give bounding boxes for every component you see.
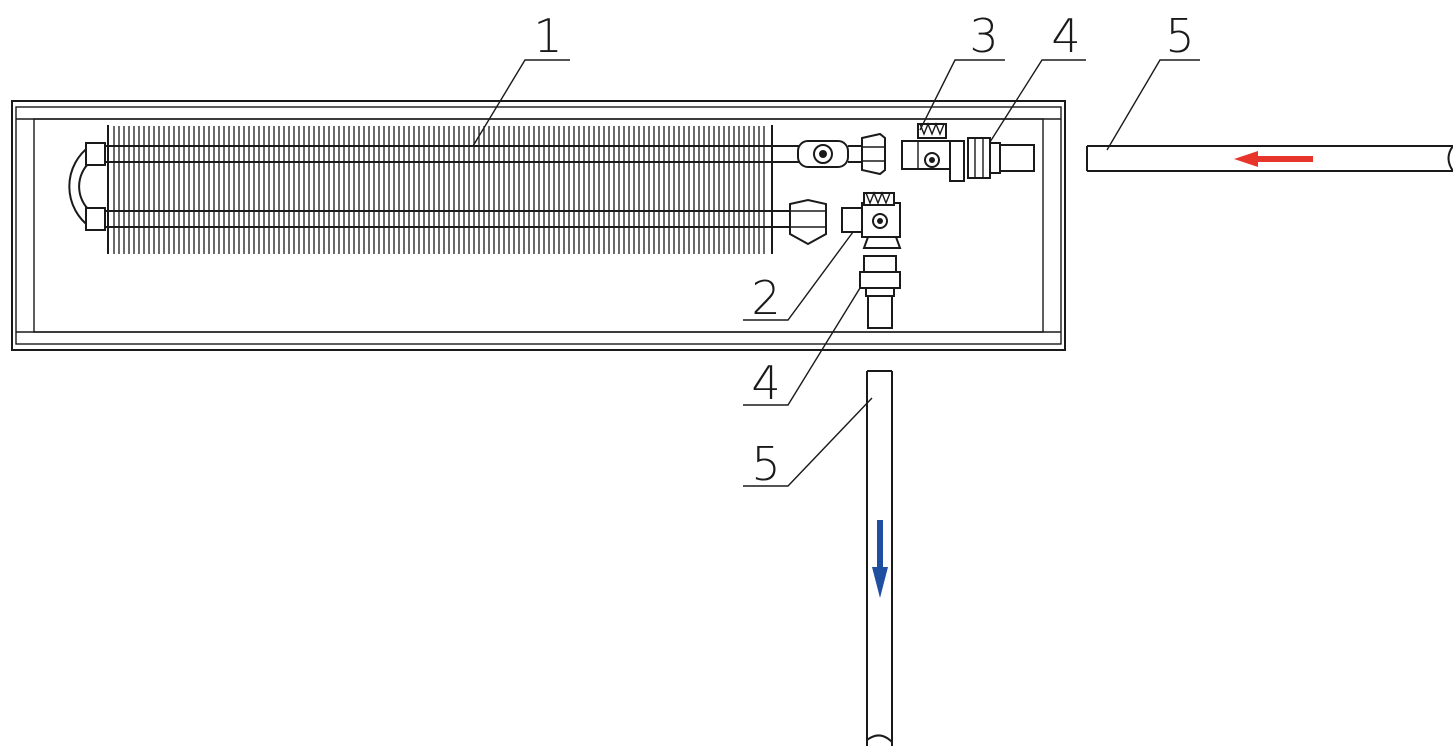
upper-valve [901,122,965,182]
fins [113,126,765,254]
callout-1: 1 [533,9,562,63]
supply-pipe [1086,145,1453,172]
callout-3: 3 [969,9,998,63]
right-fitting [967,137,1035,179]
upper-connection [772,132,886,176]
callout-5-supply: 5 [1165,9,1194,63]
callout-4-bottom: 4 [751,356,780,410]
fin-heat-exchanger [68,125,790,254]
arrow-down-icon [872,520,888,598]
return-pipe [866,370,893,746]
bottom-fitting [859,255,901,329]
callout-2: 2 [751,271,780,325]
convector-housing [11,100,1066,351]
lower-valve [841,191,902,249]
callout-4-right: 4 [1051,9,1080,63]
leader-lines [472,59,1200,487]
callout-5-return: 5 [751,437,780,491]
lower-connection [789,198,827,246]
arrow-left-icon [1234,151,1313,167]
